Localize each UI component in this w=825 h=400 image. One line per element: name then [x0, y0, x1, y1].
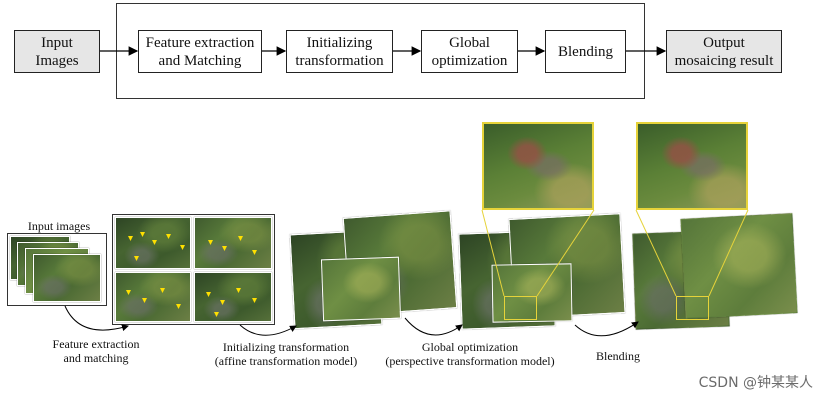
global-caption-line2: (perspective transformation model): [385, 354, 555, 368]
blending-box: Blending: [545, 30, 626, 73]
blend-zoom-inset: [636, 122, 748, 210]
zoom-line-global-right: [536, 209, 595, 297]
global-zoom-inset: [482, 122, 594, 210]
init-caption-line2: (affine transformation model): [214, 354, 358, 368]
match-marker: [126, 290, 131, 295]
feature-matching-caption-line1: Feature extraction: [52, 337, 140, 351]
match-marker: [252, 250, 257, 255]
match-marker: [238, 236, 243, 241]
match-marker: [236, 288, 241, 293]
match-marker: [208, 240, 213, 245]
init-caption-line1: Initializing transformation: [222, 340, 350, 354]
initializing-line1: Initializing: [306, 34, 373, 51]
input-images-line1: Input: [41, 34, 73, 51]
arrow-global-to-blend: [574, 321, 639, 337]
match-marker: [214, 312, 219, 317]
match-marker: [176, 304, 181, 309]
blending-label: Blending: [558, 43, 613, 60]
match-marker: [142, 298, 147, 303]
global-line1: Global: [449, 34, 490, 51]
global-optimization-box: Global optimization: [421, 30, 518, 73]
match-marker: [166, 234, 171, 239]
output-line2: mosaicing result: [674, 52, 774, 69]
blending-caption: Blending: [596, 349, 640, 363]
match-tile-1: [115, 217, 191, 269]
match-marker: [180, 245, 185, 250]
match-tile-4: [194, 272, 272, 322]
global-caption-line1: Global optimization: [421, 340, 519, 354]
match-tile-2: [194, 217, 272, 269]
blend-roi-box: [676, 296, 709, 320]
feature-matching-caption: Feature extraction and matching: [36, 337, 156, 365]
output-result-box: Output mosaicing result: [666, 30, 782, 73]
arrow-matching-to-init: [239, 324, 297, 336]
match-marker: [134, 256, 139, 261]
match-marker: [222, 246, 227, 251]
input-images-box: Input Images: [14, 30, 100, 73]
arrow-input-to-matching: [64, 305, 129, 332]
match-marker: [220, 300, 225, 305]
global-caption: Global optimization (perspective transfo…: [370, 340, 570, 368]
feature-extraction-line1: Feature extraction: [145, 34, 255, 51]
feature-extraction-line2: and Matching: [158, 52, 242, 69]
match-marker: [252, 298, 257, 303]
zoom-line-blend-left: [635, 209, 677, 297]
global-line2: optimization: [431, 52, 508, 69]
match-tile-3: [115, 272, 191, 322]
global-roi-box: [504, 296, 537, 320]
match-marker: [160, 288, 165, 293]
initializing-transformation-box: Initializing transformation: [286, 30, 393, 73]
input-images-label: Input images: [27, 219, 91, 233]
arrow-init-to-global: [404, 317, 463, 336]
feature-matching-caption-line2: and matching: [63, 351, 129, 365]
input-image-4: [33, 254, 101, 302]
match-marker: [140, 232, 145, 237]
zoom-line-global-left: [481, 209, 505, 297]
feature-matching-frame: [112, 214, 275, 325]
zoom-line-blend-right: [708, 209, 749, 297]
watermark: CSDN @钟某某人: [698, 375, 813, 391]
output-line1: Output: [703, 34, 745, 51]
match-marker: [206, 292, 211, 297]
initializing-line2: transformation: [295, 52, 384, 69]
match-marker: [128, 236, 133, 241]
input-images-line2: Images: [35, 52, 79, 69]
match-marker: [152, 240, 157, 245]
feature-extraction-box: Feature extraction and Matching: [138, 30, 262, 73]
init-caption: Initializing transformation (affine tran…: [196, 340, 376, 368]
input-images-frame: [7, 233, 107, 306]
